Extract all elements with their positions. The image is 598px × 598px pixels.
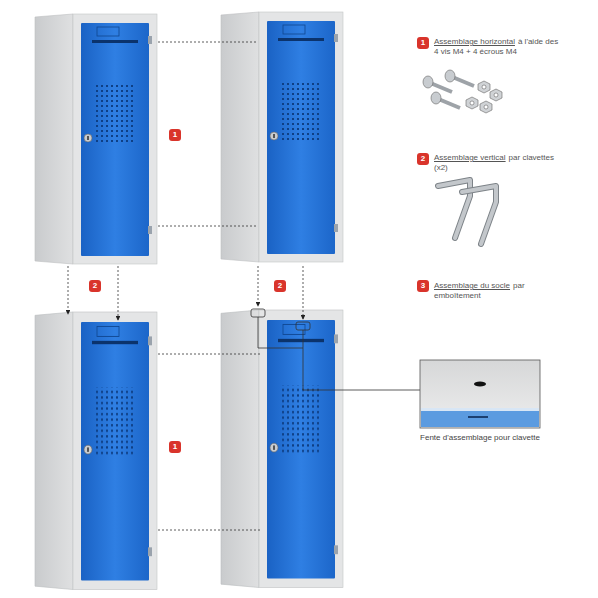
callout-number: 2 [89, 280, 101, 292]
assembly-title: Assemblage horizontal [434, 37, 515, 46]
assembly-title: Assemblage vertical [434, 153, 506, 162]
inset-caption: Fente d'assemblage pour clavette [419, 433, 541, 443]
assembly-title: Assemblage du socle [434, 281, 510, 290]
callout-number: 1 [169, 129, 181, 141]
callout-number: 3 [417, 280, 429, 292]
legend-text: Assemblage horizontalà l'aide des 4 vis … [434, 37, 560, 57]
legend-text: Assemblage du soclepar emboîtement [434, 281, 560, 301]
callout-number: 1 [169, 441, 181, 453]
callout-number: 1 [417, 37, 429, 49]
callout-number: 2 [417, 153, 429, 165]
legend-text: Assemblage verticalpar clavettes (x2) [434, 153, 560, 173]
callout-number: 2 [274, 280, 286, 292]
